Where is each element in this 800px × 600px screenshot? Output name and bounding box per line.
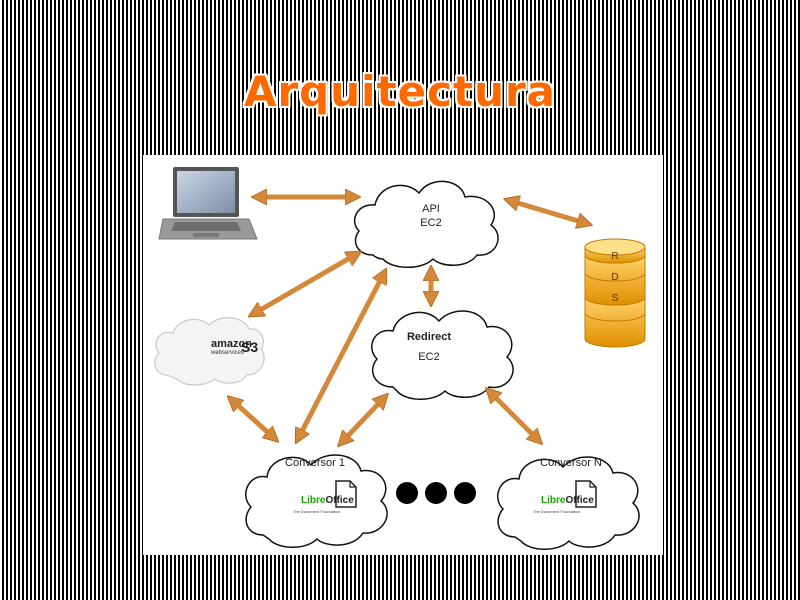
redirect-ec2-label: EC2 [418, 351, 440, 363]
conversor-n-label: Conversor N [540, 457, 602, 469]
libreoffice-tagline: The Document Foundation [293, 509, 341, 514]
conversor-1-label: Conversor 1 [285, 457, 345, 469]
s3-sub-text: webservices [211, 350, 245, 356]
s3-brand-text: amazon [211, 338, 252, 350]
database-icon [584, 238, 646, 348]
libreoffice-logo-icon-1 [335, 480, 357, 508]
libreoffice-logo-icon-n [575, 480, 597, 508]
arrow-redirect-conversor1 [343, 399, 383, 441]
ellipsis-dots [396, 482, 476, 504]
arrow-s3-conversor1 [233, 401, 273, 437]
rds-letter-s: S [611, 293, 619, 304]
architecture-diagram: API EC2 Redirect EC2 Conversor 1 Convers… [143, 155, 663, 555]
api-ec2-label: EC2 [420, 217, 442, 229]
arrow-api-s3 [255, 255, 355, 313]
diagram-canvas [154, 167, 646, 550]
libreoffice-logo-n: LibreOffice The Document Foundation [523, 489, 613, 527]
libreoffice-libre-text: Libre [541, 495, 566, 506]
redirect-label: Redirect [406, 331, 452, 343]
libreoffice-office-text: Office [325, 495, 354, 506]
api-label: API [422, 203, 440, 215]
arrow-redirect-conversorN [491, 393, 537, 439]
arrow-api-conversor1 [299, 275, 383, 437]
libreoffice-libre-text: Libre [301, 495, 326, 506]
laptop-icon [158, 167, 258, 240]
s3-service-text: S3 [241, 339, 259, 355]
cloud-icon-conversor-n [497, 456, 640, 550]
slide-title: Arquitectura [243, 67, 557, 116]
cloud-icon-conversor-1 [245, 454, 388, 548]
libreoffice-office-text: Office [565, 495, 594, 506]
libreoffice-tagline: The Document Foundation [533, 509, 581, 514]
rds-letter-d: D [611, 272, 619, 283]
amazon-s3-logo: amazon webservices S3 [157, 323, 259, 385]
libreoffice-logo-1: LibreOffice The Document Foundation [283, 489, 373, 527]
cloud-icon-s3 [154, 317, 265, 386]
arrow-api-rds [511, 201, 585, 223]
rds-letter-r: R [611, 251, 619, 262]
cloud-icon-api [354, 180, 499, 268]
